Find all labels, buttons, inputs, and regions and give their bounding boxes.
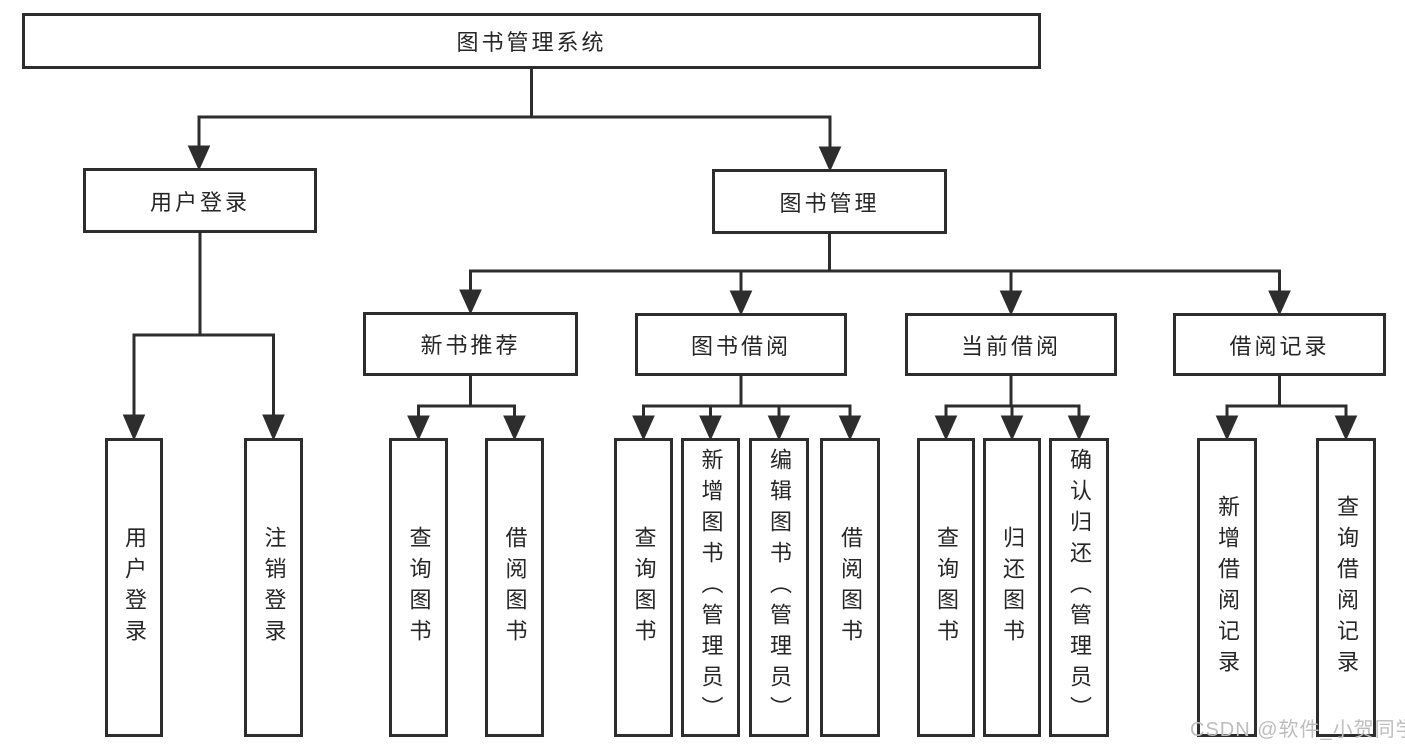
node-borrow-records-label: 借阅记录 xyxy=(1229,333,1330,359)
node-new-books: 新书推荐 xyxy=(363,312,578,376)
connector-user-login-children xyxy=(122,233,285,441)
root-node-label: 图书管理系统 xyxy=(456,30,607,55)
node-user-login: 用户登录 xyxy=(83,168,317,233)
leaf-borrow-edit-admin: 编辑图书（管理员） xyxy=(749,438,809,737)
connector-borrow-records-children xyxy=(1215,375,1358,441)
connector-book-borrow-children xyxy=(632,375,862,441)
connector-new-books-children xyxy=(407,375,526,441)
leaf-borrow-query: 查询图书 xyxy=(614,438,673,737)
node-book-borrow-label: 图书借阅 xyxy=(690,333,791,359)
leaf-new-books-query: 查询图书 xyxy=(389,438,448,737)
node-borrow-records: 借阅记录 xyxy=(1173,313,1386,376)
node-book-management: 图书管理 xyxy=(712,169,947,234)
leaf-borrow-book: 借阅图书 xyxy=(820,438,880,737)
leaf-current-query: 查询图书 xyxy=(917,438,975,737)
leaf-current-confirm-return-admin: 确认归还（管理员） xyxy=(1049,438,1109,737)
leaf-current-return: 归还图书 xyxy=(983,438,1041,737)
leaf-borrow-add-admin: 新增图书（管理员） xyxy=(681,438,740,737)
leaf-records-add: 新增借阅记录 xyxy=(1197,438,1257,737)
node-current-borrow-label: 当前借阅 xyxy=(960,333,1061,359)
node-new-books-label: 新书推荐 xyxy=(420,333,521,358)
node-book-management-label: 图书管理 xyxy=(779,190,880,216)
node-book-borrow: 图书借阅 xyxy=(635,313,847,376)
connector-current-borrow-children xyxy=(934,375,1091,441)
leaf-logout: 注销登录 xyxy=(244,438,303,737)
leaf-user-login: 用户登录 xyxy=(105,438,163,737)
watermark: CSDN @软件_小贺同学 xyxy=(1190,719,1405,741)
leaf-new-books-borrow: 借阅图书 xyxy=(485,438,544,737)
connector-root-to-level1 xyxy=(187,69,842,172)
node-user-login-label: 用户登录 xyxy=(149,189,250,215)
connector-book-management-children xyxy=(459,234,1291,316)
node-current-borrow: 当前借阅 xyxy=(905,313,1117,376)
leaf-records-query: 查询借阅记录 xyxy=(1316,438,1376,737)
root-node-library-system: 图书管理系统 xyxy=(22,13,1041,69)
